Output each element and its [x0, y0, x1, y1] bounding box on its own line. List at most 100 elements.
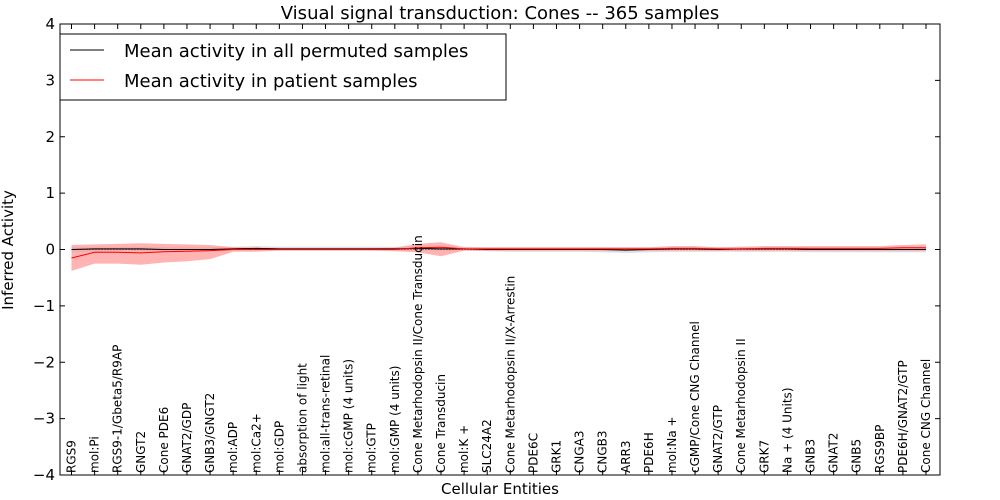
- patient-point-29: [740, 248, 742, 250]
- permuted-point-0: [71, 249, 73, 251]
- x-category-label: GNB5: [850, 439, 864, 473]
- x-category-label: RGS9: [65, 440, 79, 473]
- x-axis-label: Cellular Entities: [441, 480, 559, 498]
- y-tick-label: 1: [45, 184, 55, 202]
- x-category-label: Cone Metarhodopsin II: [734, 338, 748, 473]
- chart-title: Visual signal transduction: Cones -- 365…: [281, 3, 719, 24]
- patient-point-19: [509, 248, 511, 250]
- x-category-label: PDE6C: [526, 433, 540, 473]
- y-tick-label: 0: [45, 241, 55, 259]
- x-category-label: ARR3: [619, 440, 633, 473]
- permuted-point-36: [902, 249, 904, 251]
- patient-point-0: [71, 257, 73, 259]
- permuted-point-4: [163, 249, 165, 251]
- patient-point-5: [186, 250, 188, 252]
- permuted-point-5: [186, 249, 188, 251]
- x-category-label: Cone Metarhodopsin II/X-Arrestin: [503, 276, 517, 473]
- x-category-label: CNGA3: [573, 431, 587, 474]
- x-category-label: Cone Metarhodopsin II/Cone Transducin: [411, 235, 425, 473]
- x-category-label: Cone PDE6: [157, 407, 171, 473]
- patient-point-23: [602, 248, 604, 250]
- permuted-point-2: [117, 248, 119, 250]
- patient-point-12: [348, 249, 350, 251]
- x-category-label: PDE6H: [642, 432, 656, 473]
- x-category-label: SLC24A2: [480, 419, 494, 473]
- x-category-label: Cone Transducin: [434, 374, 448, 473]
- x-category-label: mol:GDP: [272, 421, 286, 473]
- x-category-label: RGS9BP: [873, 425, 887, 473]
- patient-point-27: [694, 248, 696, 250]
- patient-point-35: [879, 248, 881, 250]
- patient-point-1: [94, 252, 96, 254]
- x-category-label: Na + (4 Units): [780, 387, 794, 473]
- x-category-label: GNB3/GNGT2: [203, 393, 217, 473]
- x-category-label: GNGT2: [134, 431, 148, 473]
- y-tick-label: 2: [45, 128, 55, 146]
- x-category-label: mol:ADP: [226, 422, 240, 473]
- x-axis-category-labels: RGS9 mol:Pi RGS9-1/Gbeta5/R9AP GNGT2 Cone PD…: [65, 24, 933, 475]
- y-tick-label: 4: [45, 15, 55, 33]
- x-category-label: absorption of light: [295, 363, 309, 473]
- legend: Mean activity in all permuted samples Me…: [59, 33, 507, 101]
- y-tick-label: 3: [45, 71, 55, 89]
- y-tick-label: −4: [33, 466, 55, 484]
- y-axis-ticks: −4 −3 −2 −1 0 1 2 3 4: [33, 15, 940, 484]
- x-category-label: GNAT2/GDP: [180, 403, 194, 473]
- patient-point-13: [371, 249, 373, 251]
- patient-point-34: [856, 248, 858, 250]
- patient-point-6: [209, 250, 211, 252]
- permuted-point-16: [440, 248, 442, 250]
- patient-point-3: [140, 252, 142, 254]
- x-category-label: GNAT2: [827, 432, 841, 473]
- legend-label-permuted: Mean activity in all permuted samples: [124, 41, 468, 62]
- patient-point-26: [671, 248, 673, 250]
- patient-point-31: [787, 248, 789, 250]
- legend-label-patient: Mean activity in patient samples: [124, 71, 418, 92]
- x-category-label: mol:Ca2+: [249, 413, 263, 473]
- x-category-label: mol:K +: [457, 425, 471, 473]
- x-category-label: mol:Na +: [665, 416, 679, 473]
- y-tick-label: −3: [33, 410, 55, 428]
- patient-point-30: [764, 248, 766, 250]
- permuted-mean-line: [71, 247, 926, 251]
- x-category-label: mol:GMP (4 units): [388, 366, 402, 473]
- patient-point-17: [463, 248, 465, 250]
- patient-point-37: [925, 247, 927, 249]
- patient-point-20: [533, 248, 535, 250]
- patient-point-2: [117, 252, 119, 254]
- x-category-label: mol:Pi: [88, 436, 102, 473]
- x-category-label: GRK7: [757, 440, 771, 473]
- patient-point-33: [833, 248, 835, 250]
- series-lines: [71, 246, 927, 259]
- x-category-label: mol:GTP: [365, 423, 379, 473]
- x-category-label: cGMP/Cone CNG Channel: [688, 321, 702, 473]
- patient-point-28: [717, 248, 719, 250]
- permuted-point-37: [925, 249, 927, 251]
- patient-point-16: [440, 246, 442, 248]
- y-tick-label: −2: [33, 353, 55, 371]
- patient-point-32: [810, 248, 812, 250]
- x-category-label: GRK1: [549, 440, 563, 473]
- patient-point-7: [232, 249, 234, 251]
- x-category-label: mol:cGMP (4 units): [342, 359, 356, 473]
- x-category-label: PDE6H/GNAT2/GTP: [896, 360, 910, 473]
- patient-point-25: [648, 248, 650, 250]
- x-category-label: mol:all-trans-retinal: [319, 355, 333, 473]
- y-tick-label: −1: [33, 297, 55, 315]
- x-category-label: CNGB3: [596, 430, 610, 473]
- permuted-point-3: [140, 248, 142, 250]
- x-category-label: RGS9-1/Gbeta5/R9AP: [111, 345, 125, 473]
- x-category-label: Cone CNG Channel: [919, 359, 933, 473]
- patient-point-11: [325, 249, 327, 251]
- x-category-label: GNAT2/GTP: [711, 405, 725, 473]
- patient-point-36: [902, 247, 904, 249]
- confidence-bands: [71, 242, 926, 271]
- patient-point-21: [556, 248, 558, 250]
- patient-point-8: [255, 249, 257, 251]
- patient-point-24: [625, 248, 627, 250]
- patient-confidence-band: [71, 242, 926, 271]
- x-category-label: GNB3: [804, 439, 818, 473]
- patient-point-14: [394, 249, 396, 251]
